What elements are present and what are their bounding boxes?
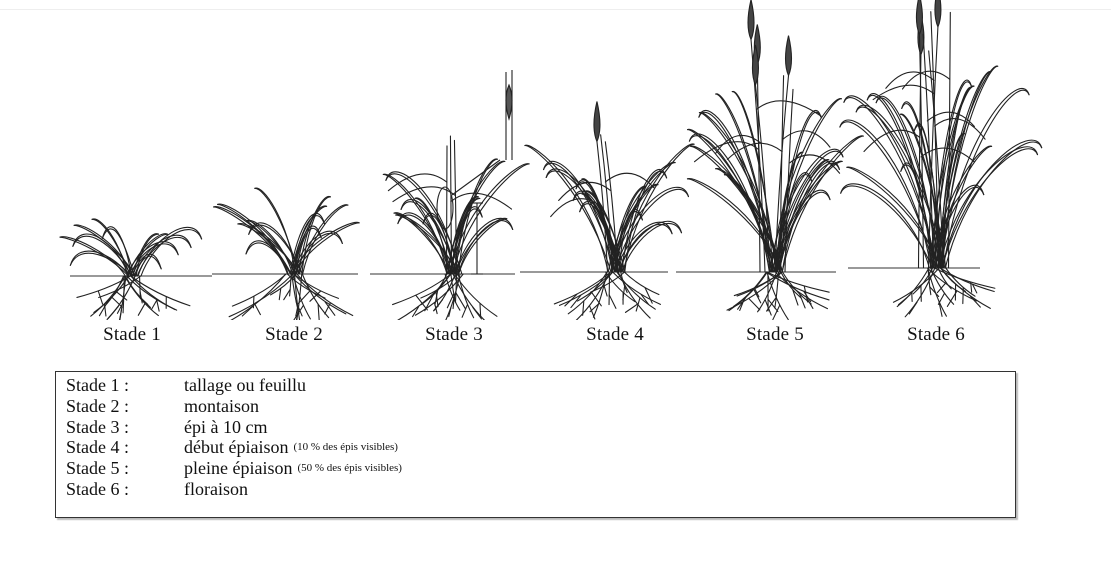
root-line [108,306,118,318]
root-line [480,304,481,317]
legend-key: Stade 2 : [66,396,184,417]
leaf-line [393,187,455,202]
leaf-line [246,243,291,274]
leaf-line [779,136,863,272]
legend-row: Stade 4 : début épiaison (10 % des épis … [66,437,1015,458]
legend-desc: épi à 10 cm [184,417,267,438]
grass-plant-illustration [840,0,1042,317]
grass-plant-illustration [60,219,202,320]
legend-row: Stade 1 : tallage ou feuillu [66,375,1015,396]
legend-note: (50 % des épis visibles) [297,458,401,479]
root-system-illustration [727,272,829,320]
root-system-illustration [77,276,190,320]
stage-legend-box: Stade 1 : tallage ou feuillu Stade 2 : m… [55,371,1016,518]
root-line [279,289,280,300]
legend-key: Stade 3 : [66,417,184,438]
stage-label: Stade 1 [72,324,192,346]
root-line [255,304,261,315]
root-line [229,274,293,317]
legend-desc: pleine épiaison [184,458,292,479]
legend-desc: tallage ou feuillu [184,375,306,396]
root-system-illustration [393,274,497,320]
root-line [157,300,159,311]
leaf-line [451,193,512,209]
root-system-illustration [554,272,660,320]
grass-ear-illustration [748,0,754,40]
root-system-illustration [229,274,353,320]
legend-note: (10 % des épis visibles) [293,437,397,458]
stage-label: Stade 4 [555,324,675,346]
root-line [554,272,610,304]
root-line [462,305,467,318]
leaf-line [847,167,941,268]
leaf-line [945,142,1041,268]
root-line [749,299,760,310]
legend-key: Stade 6 : [66,479,184,500]
grass-ear-illustration [916,0,922,34]
root-line [119,310,121,320]
grass-ear-illustration [935,0,941,27]
stage-label: Stade 3 [394,324,514,346]
legend-desc: montaison [184,396,259,417]
root-line [625,304,637,312]
root-line [909,302,917,314]
grass-plant-illustration [525,102,694,320]
leaf-line [218,204,292,274]
root-line [897,268,929,307]
stage-label: Stade 2 [234,324,354,346]
root-line [152,299,158,309]
grass-plant-illustration [383,136,529,320]
leaf-line [214,207,288,274]
legend-row: Stade 3 : épi à 10 cm [66,417,1015,438]
leaf-line [757,101,821,116]
legend-row: Stade 5 : pleine épiaison (50 % des épis… [66,458,1015,479]
legend-row: Stade 2 : montaison [66,396,1015,417]
root-line [138,304,145,316]
grass-ear-illustration [786,36,792,76]
legend-key: Stade 4 : [66,437,184,458]
ear-detail-icon [506,70,512,160]
root-line [458,274,474,318]
legend-row: Stade 6 : floraison [66,479,1015,500]
root-line [604,286,607,296]
legend-desc: floraison [184,479,248,500]
root-line [139,296,151,308]
legend-desc: début épiaison [184,437,288,458]
stage-label: Stade 6 [876,324,996,346]
root-line [773,305,780,319]
grass-growth-stages-illustration [0,0,1111,320]
legend-key: Stade 5 : [66,458,184,479]
root-line [624,272,659,295]
root-line [609,295,616,309]
root-system-illustration [893,268,994,317]
legend-key: Stade 1 : [66,375,184,396]
stage-label: Stade 5 [715,324,835,346]
grass-ear-illustration [594,102,600,142]
root-line [318,305,319,320]
grass-plant-illustration [214,188,360,320]
